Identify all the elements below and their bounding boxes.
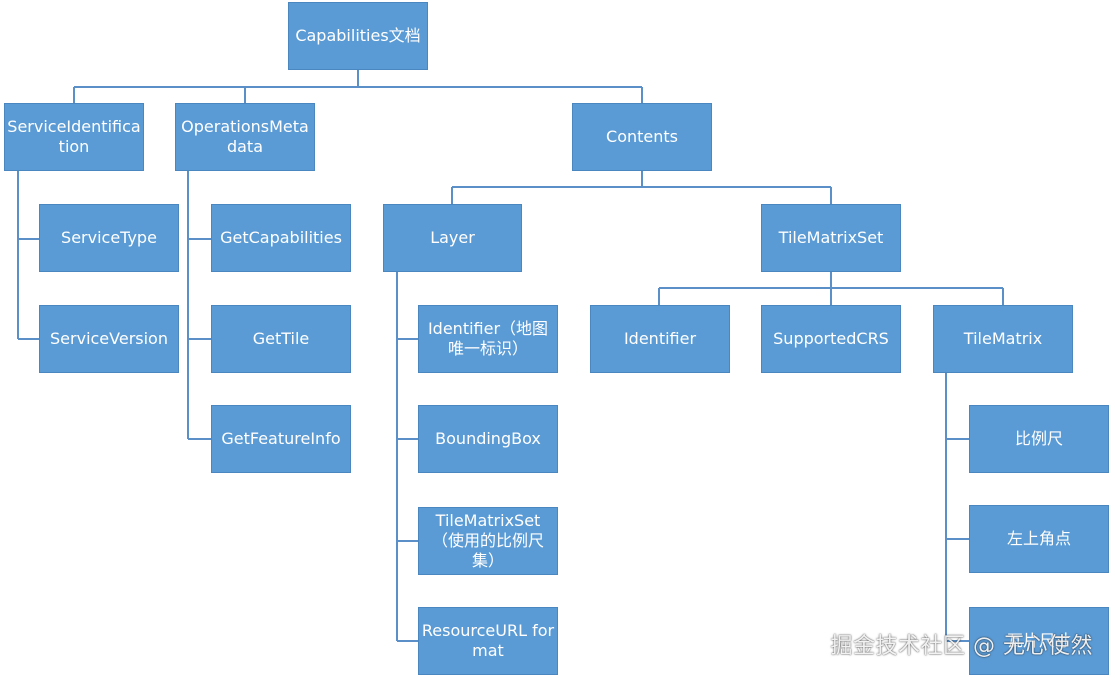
node-tile-matrix: TileMatrix (933, 305, 1073, 373)
node-top-left-corner: 左上角点 (969, 505, 1109, 573)
node-service-version: ServiceVersion (39, 305, 179, 373)
node-get-tile: GetTile (211, 305, 351, 373)
connector-operations-metadata (187, 171, 211, 440)
node-service-identification: ServiceIdentification (4, 103, 144, 171)
node-operations-metadata: OperationsMetadata (175, 103, 315, 171)
node-layer-tile-matrix-set: TileMatrixSet（使用的比例尺集） (418, 507, 558, 575)
node-contents: Contents (572, 103, 712, 171)
node-tile-size: 瓦片尺寸 (969, 607, 1109, 675)
node-get-capabilities: GetCapabilities (211, 204, 351, 272)
node-supported-crs: SupportedCRS (761, 305, 901, 373)
connector-service-identification (17, 171, 39, 340)
node-scale: 比例尺 (969, 405, 1109, 473)
node-tms-identifier: Identifier (590, 305, 730, 373)
connector-contents-bus (451, 171, 832, 204)
connector-tile-matrix (945, 372, 969, 642)
node-get-feature-info: GetFeatureInfo (211, 405, 351, 473)
node-resource-url: ResourceURL format (418, 607, 558, 675)
node-layer-identifier: Identifier（地图唯一标识） (418, 305, 558, 373)
node-layer: Layer (383, 204, 522, 272)
node-bounding-box: BoundingBox (418, 405, 558, 473)
watermark: 掘金技术社区 @ 无心使然 (830, 634, 1093, 659)
node-tile-matrix-set: TileMatrixSet (761, 204, 901, 272)
node-capabilities-document: Capabilities文档 (288, 2, 428, 70)
connector-layer (396, 272, 418, 642)
connector-tile-matrix-set (658, 272, 1004, 305)
node-service-type: ServiceType (39, 204, 179, 272)
connector-root-bus (73, 70, 643, 103)
